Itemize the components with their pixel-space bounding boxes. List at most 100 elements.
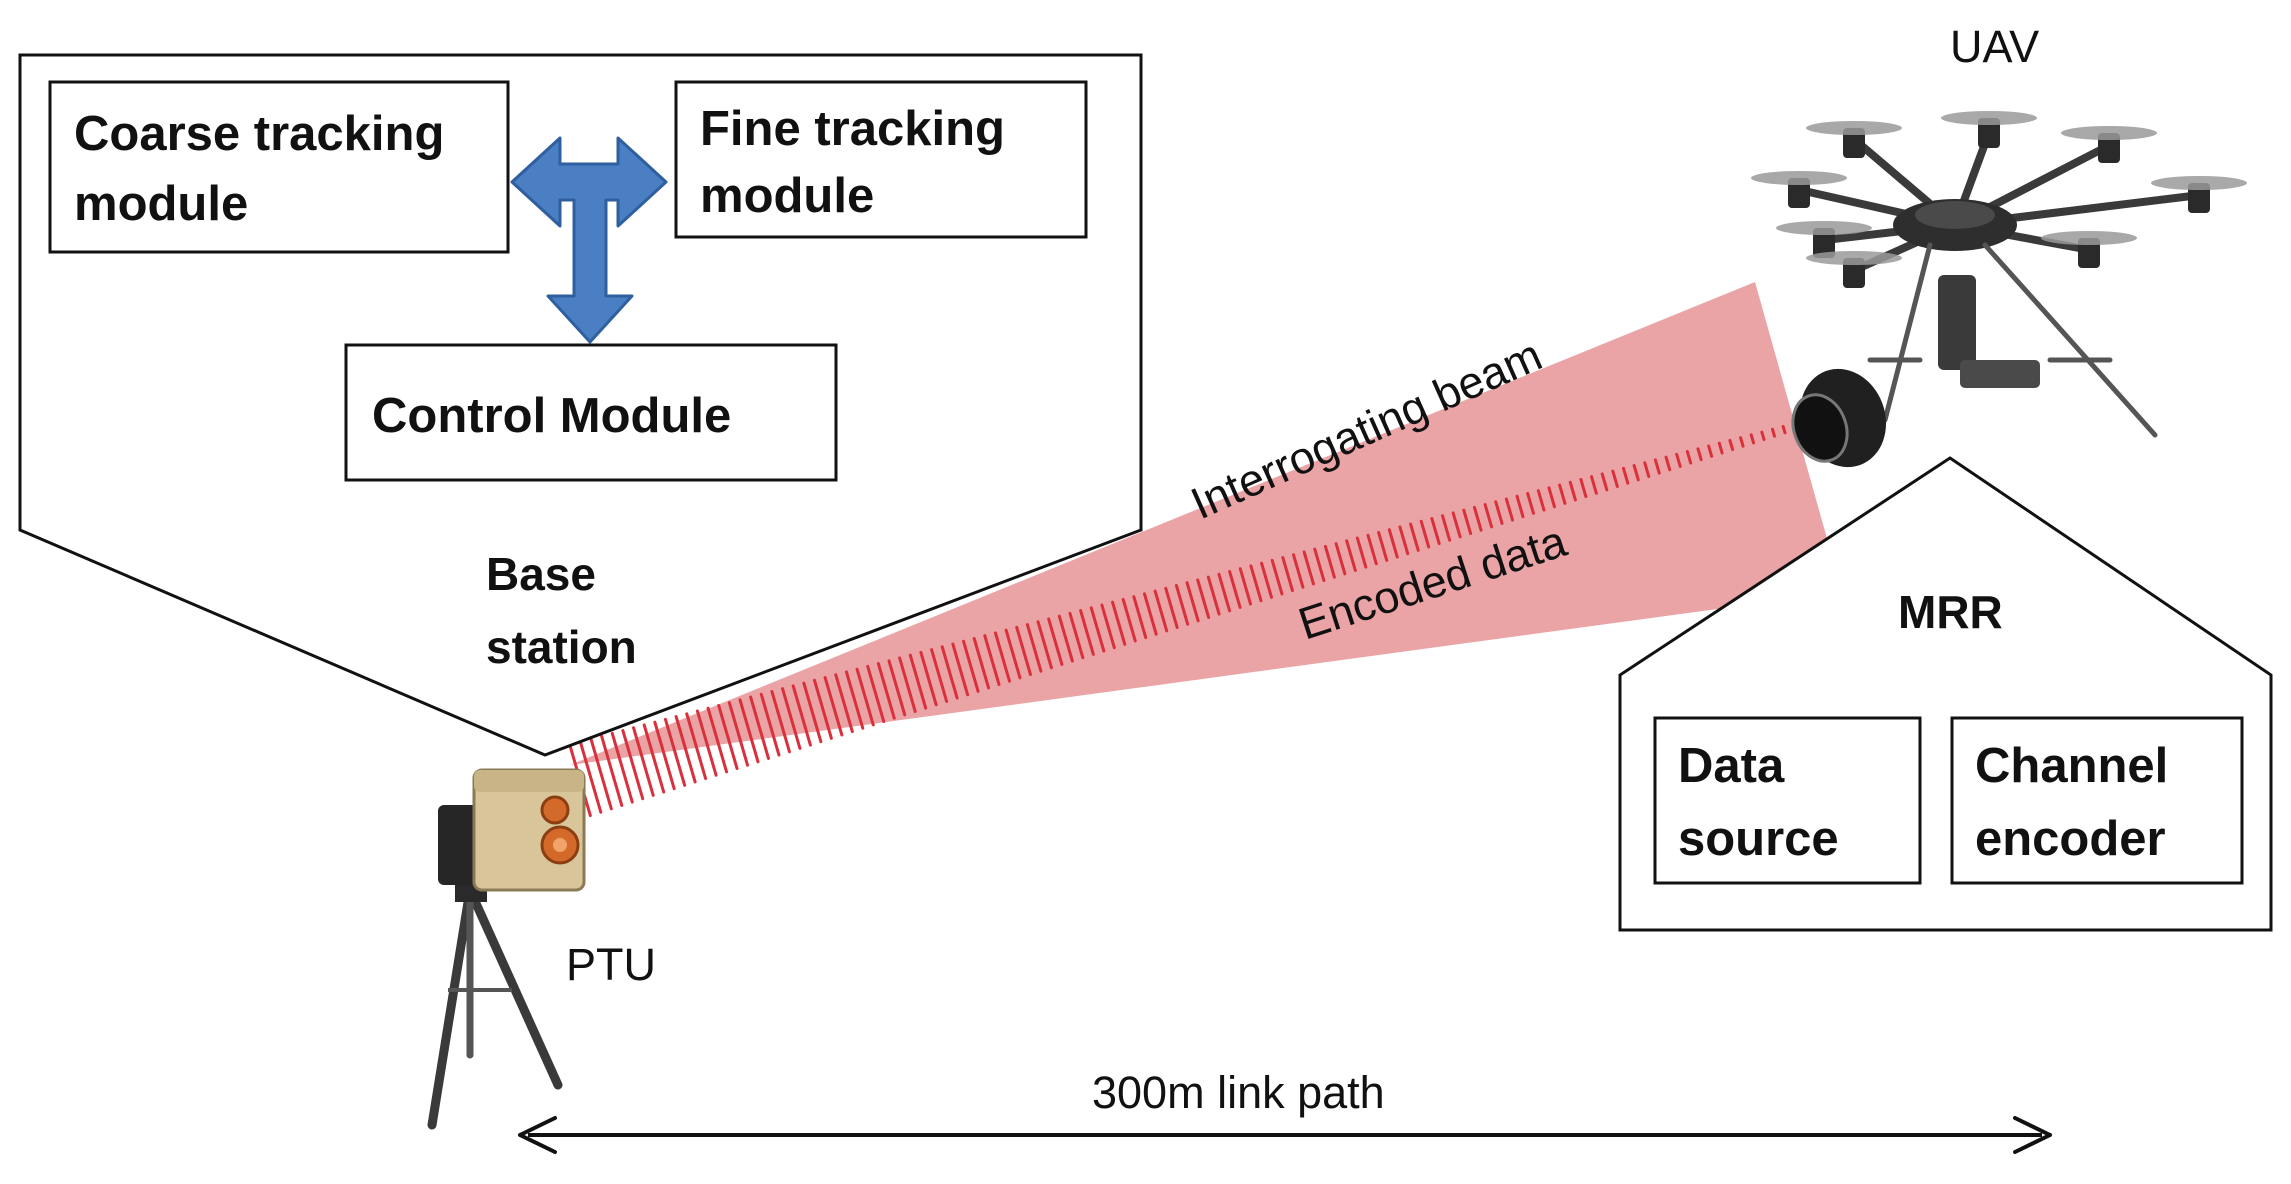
encoded-data-dash: [1696, 447, 1703, 462]
encoded-data-dash: [1781, 424, 1787, 435]
encoded-data-dash: [1036, 620, 1053, 670]
encoded-data-dash: [1355, 536, 1368, 569]
encoded-data-dash: [781, 687, 802, 750]
encoded-data-dash: [1558, 483, 1567, 505]
link-path-arrowhead-left: [518, 1116, 557, 1154]
encoded-data-dash: [1387, 528, 1399, 559]
encoded-data-dash: [1579, 477, 1588, 499]
encoded-data-dash: [876, 662, 896, 720]
encoded-data-dash: [1515, 494, 1525, 519]
encoded-data-dash: [632, 726, 655, 797]
channel-encoder-box: [1950, 716, 2244, 885]
uav-drone-image: [1751, 111, 2247, 468]
control-module-box: [344, 343, 838, 482]
fine-tracking-module-box: [674, 80, 1088, 239]
encoded-data-dash: [887, 659, 907, 717]
control-module-label: Control Module: [372, 389, 731, 443]
encoded-data-dash: [1015, 625, 1032, 677]
mrr-label: MRR: [1898, 586, 2003, 638]
encoded-data-dash: [1590, 475, 1598, 495]
encoded-data-dash: [1611, 469, 1619, 489]
encoded-data-dash: [1664, 455, 1672, 472]
encoded-data-dash: [1504, 497, 1515, 522]
encoded-data-dash: [1536, 489, 1546, 512]
encoded-data-dash: [1643, 461, 1651, 478]
coarse-tracking-label-line1: Coarse tracking: [74, 107, 444, 161]
encoded-data-dash: [834, 673, 854, 734]
encoded-data-dash: [1419, 519, 1431, 549]
encoded-data-dash: [1121, 597, 1137, 643]
encoded-data-dash: [972, 636, 991, 690]
encoded-data-dash: [727, 701, 750, 767]
encoded-data-dash: [1494, 500, 1504, 525]
encoded-data-dash: [1100, 603, 1116, 650]
encoded-data-dash: [1398, 525, 1410, 556]
data-source-box: [1653, 716, 1922, 885]
encoded-data-dash: [1323, 544, 1336, 579]
encoded-data-dash: [717, 703, 739, 771]
fine-tracking-label-line1: Fine tracking: [700, 102, 1005, 156]
encoded-data-dash: [1366, 533, 1378, 566]
encoded-data-dash: [1313, 547, 1326, 583]
encoded-data-dash: [1185, 581, 1200, 623]
encoded-data-dash: [1206, 575, 1221, 616]
encoded-data-dash: [653, 720, 676, 791]
encoded-data-dash: [578, 740, 603, 814]
encoded-data-dash: [1270, 558, 1284, 596]
encoded-data-dash: [1111, 600, 1127, 646]
encoded-data-dash: [663, 717, 687, 787]
encoded-data-dash: [1728, 438, 1735, 452]
encoded-data-dash: [1568, 480, 1577, 502]
encoded-data-dash: [621, 729, 645, 801]
base-station-label-line2: station: [486, 621, 637, 673]
encoded-data-dash: [770, 689, 791, 754]
encoded-data-dash: [1047, 617, 1064, 666]
encoded-data-dash: [1472, 505, 1483, 532]
encoded-data-dash: [1770, 427, 1777, 438]
encoded-data-dash: [791, 684, 812, 747]
encoded-data-dash: [589, 737, 613, 811]
ptu-label: PTU: [566, 939, 656, 990]
encoded-data-dash: [1089, 606, 1106, 653]
encoded-data-dash: [695, 709, 718, 777]
encoded-data-dash: [1228, 570, 1242, 609]
encoded-data-dash: [1281, 556, 1294, 593]
coarse-tracking-module-box: [48, 80, 510, 254]
data-source-label-line1: Data: [1678, 739, 1785, 793]
encoded-data-dash: [898, 656, 917, 713]
encoded-data-dash: [642, 723, 666, 794]
encoded-data-dash: [1526, 491, 1535, 515]
encoded-data-dash: [1132, 595, 1148, 640]
channel-encoder-label-line1: Channel: [1975, 739, 2168, 793]
encoded-data-dash: [1302, 550, 1315, 586]
encoded-data-dash: [812, 678, 833, 740]
encoded-data-dash: [1153, 589, 1169, 633]
encoded-data-dash: [1707, 444, 1714, 458]
encoded-data-dash: [759, 692, 781, 757]
encoded-data-dash: [962, 639, 980, 693]
encoded-data-dash: [919, 650, 938, 707]
ptu-tripod-image: [427, 768, 586, 1130]
encoded-data-dash: [1675, 452, 1682, 468]
encoded-data-dash: [844, 670, 865, 730]
encoded-data-dash: [1004, 628, 1022, 680]
encoded-data-dash: [951, 642, 970, 697]
encoded-data-dash: [1547, 486, 1556, 509]
encoded-data-dash: [908, 653, 928, 710]
encoded-data-dash: [802, 681, 823, 744]
encoded-data-dash: [1238, 567, 1253, 606]
encoded-data-dash: [1068, 611, 1085, 660]
encoded-data-dash: [1483, 503, 1494, 529]
encoded-data-dash: [1260, 561, 1273, 599]
link-path-label: 300m link path: [1092, 1067, 1385, 1118]
fine-tracking-label-line2: module: [700, 169, 874, 223]
encoded-data-dash: [1196, 578, 1211, 619]
encoded-data-dash: [983, 634, 1001, 687]
encoded-data-dash: [1217, 572, 1232, 613]
encoded-data-dash: [1057, 614, 1074, 663]
encoded-data-dash: [940, 645, 959, 700]
encoded-data-dash: [1760, 430, 1766, 442]
coarse-tracking-label-line2: module: [74, 177, 248, 231]
link-path-arrowhead-right: [2013, 1116, 2052, 1154]
